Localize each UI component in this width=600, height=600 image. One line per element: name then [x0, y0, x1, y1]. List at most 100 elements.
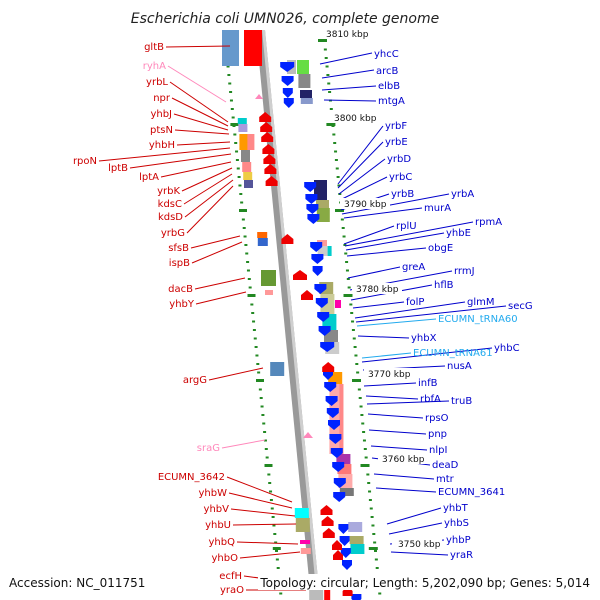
gene-label-yrbA[interactable]: yrbA: [451, 189, 474, 200]
gene-label-yrbE[interactable]: yrbE: [385, 137, 408, 148]
gene-label-yhbP[interactable]: yhbP: [446, 535, 471, 546]
scale-tick: [246, 261, 250, 263]
scale-tick: [244, 244, 248, 246]
leader-line: [236, 541, 299, 545]
gene-block: [257, 238, 268, 246]
kbp-label: 3800 kbp: [334, 114, 377, 124]
gene-label-ispB[interactable]: ispB: [169, 258, 190, 269]
gene-label-mtgA[interactable]: mtgA: [378, 96, 405, 107]
gene-label-yhbC[interactable]: yhbC: [494, 343, 520, 354]
leader-line: [169, 81, 229, 123]
gene-label-yhbV[interactable]: yhbV: [204, 504, 230, 515]
gene-label-yhbT[interactable]: yhbT: [443, 503, 469, 514]
gene-label-ECUMN_tRNA61[interactable]: ECUMN_tRNA61: [413, 348, 493, 359]
gene-label-hflB[interactable]: hflB: [434, 280, 454, 291]
gene-label-ECUMN_tRNA60[interactable]: ECUMN_tRNA60: [438, 314, 518, 325]
reverse-gene-arrow: [311, 254, 324, 264]
gene-label-folP[interactable]: folP: [406, 297, 424, 308]
gene-label-rpmA[interactable]: rpmA: [475, 217, 502, 228]
gene-label-gltB[interactable]: gltB: [144, 42, 164, 53]
gene-label-nlpI[interactable]: nlpI: [429, 445, 447, 456]
gene-label-yhcC[interactable]: yhcC: [374, 49, 399, 60]
scale-tick: [359, 405, 363, 408]
gene-label-rbfA[interactable]: rbfA: [420, 394, 441, 405]
gene-label-yhbX[interactable]: yhbX: [411, 333, 437, 344]
forward-gene-arrow: [332, 540, 342, 550]
gene-label-secG[interactable]: secG: [508, 301, 533, 312]
gene-label-npr[interactable]: npr: [153, 93, 171, 104]
gene-label-truB[interactable]: truB: [451, 396, 472, 407]
gene-label-yraO[interactable]: yraO: [220, 585, 244, 596]
gene-label-deaD[interactable]: deaD: [432, 460, 459, 471]
gene-label-rplU[interactable]: rplU: [396, 221, 417, 232]
leader-line: [367, 413, 424, 419]
gene-label-yhbW[interactable]: yhbW: [199, 488, 228, 499]
gene-label-yrbB[interactable]: yrbB: [391, 189, 414, 200]
scale-tick: [335, 167, 339, 170]
gene-label-yhbH[interactable]: yhbH: [149, 140, 175, 151]
gene-label-ECUMN_3641[interactable]: ECUMN_3641: [438, 487, 505, 498]
forward-gene-arrow: [263, 154, 276, 164]
reverse-gene-arrow: [310, 242, 323, 252]
gene-label-murA[interactable]: murA: [424, 203, 451, 214]
gene-block: [222, 30, 239, 66]
gene-label-yhbU[interactable]: yhbU: [205, 520, 231, 531]
gene-label-lptA[interactable]: lptA: [139, 172, 159, 183]
gene-label-rrmJ[interactable]: rrmJ: [454, 266, 475, 277]
gene-label-mtr[interactable]: mtr: [436, 474, 455, 485]
gene-label-pnp[interactable]: pnp: [428, 429, 447, 440]
gene-label-rpsO[interactable]: rpsO: [425, 413, 449, 424]
gene-label-ptsN[interactable]: ptsN: [150, 125, 173, 136]
gene-label-arcB[interactable]: arcB: [376, 66, 399, 77]
gene-label-yrbD[interactable]: yrbD: [387, 154, 411, 165]
scale-tick: [272, 524, 276, 527]
gene-label-yraR[interactable]: yraR: [450, 550, 473, 561]
gene-label-yhbO[interactable]: yhbO: [212, 553, 239, 564]
gene-label-infB[interactable]: infB: [418, 378, 438, 389]
gene-label-lptB[interactable]: lptB: [108, 163, 128, 174]
leader-line: [165, 45, 231, 48]
scale-tick: [276, 567, 280, 569]
scale-tick: [242, 227, 246, 229]
leader-line: [361, 347, 493, 363]
gene-block: [244, 30, 262, 66]
scale-tick: [362, 431, 366, 433]
gene-label-yrbG[interactable]: yrbG: [161, 228, 185, 239]
gene-label-yhbE[interactable]: yhbE: [446, 228, 471, 239]
gene-label-yhbS[interactable]: yhbS: [444, 518, 469, 529]
gene-label-yhbY[interactable]: yhbY: [169, 299, 195, 310]
gene-label-dacB[interactable]: dacB: [168, 284, 193, 295]
gene-label-yhbQ[interactable]: yhbQ: [209, 537, 236, 548]
gene-label-kdsD[interactable]: kdsD: [158, 212, 183, 223]
scale-tick: [254, 346, 258, 348]
gene-label-sraG[interactable]: sraG: [197, 443, 220, 454]
gene-label-obgE[interactable]: obgE: [428, 243, 453, 254]
gene-label-yrbK[interactable]: yrbK: [157, 186, 180, 197]
gene-label-yrbF[interactable]: yrbF: [385, 121, 407, 132]
gene-label-ECUMN_3642[interactable]: ECUMN_3642: [158, 472, 225, 483]
forward-gene-arrow: [333, 550, 343, 560]
major-tick: [247, 294, 256, 297]
scale-tick: [343, 244, 347, 246]
gene-label-kdsC[interactable]: kdsC: [158, 199, 182, 210]
scale-tick: [345, 269, 349, 272]
scale-tick: [325, 65, 329, 68]
gene-label-sfsB[interactable]: sfsB: [168, 243, 189, 254]
scale-tick: [371, 524, 375, 527]
gene-label-yrbL[interactable]: yrbL: [146, 77, 168, 88]
gene-block: [297, 60, 309, 74]
major-tick: [360, 464, 370, 467]
gene-label-yrbC[interactable]: yrbC: [389, 172, 412, 183]
gene-block: [350, 544, 365, 554]
gene-label-ryhA[interactable]: ryhA: [143, 61, 166, 72]
gene-label-elbB[interactable]: elbB: [378, 81, 400, 92]
gene-label-yhbJ[interactable]: yhbJ: [150, 109, 172, 120]
reverse-gene-arrow: [332, 462, 345, 472]
gene-label-argG[interactable]: argG: [183, 375, 207, 386]
gene-label-glmM[interactable]: glmM: [467, 297, 495, 308]
scale-tick: [333, 142, 337, 144]
gene-label-nusA[interactable]: nusA: [447, 361, 472, 372]
gene-label-greA[interactable]: greA: [402, 262, 425, 273]
gene-label-rpoN[interactable]: rpoN: [73, 156, 97, 167]
gene-label-ecfH[interactable]: ecfH: [219, 571, 242, 582]
